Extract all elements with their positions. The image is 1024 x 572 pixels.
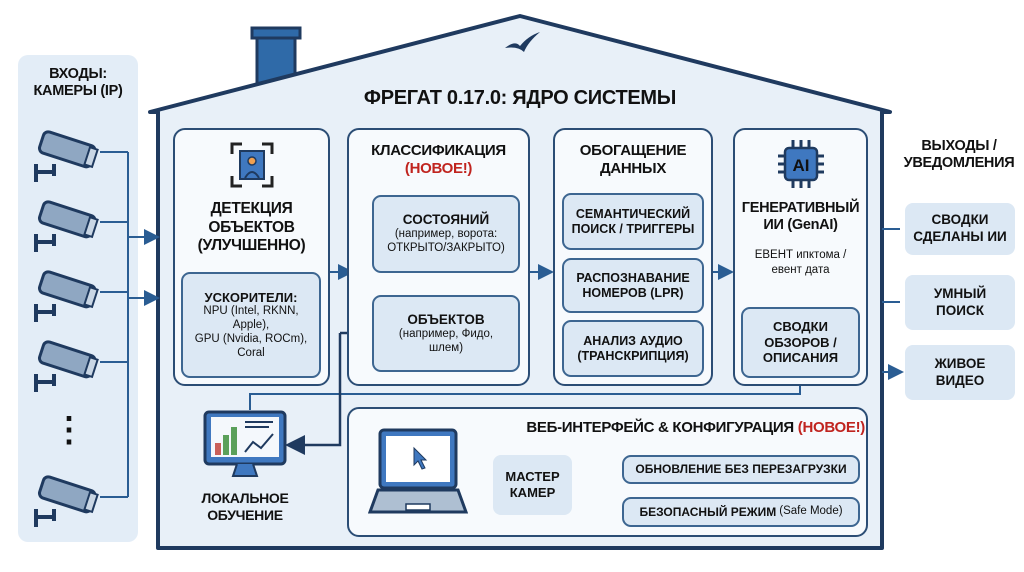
accelerators-box: УСКОРИТЕЛИ: NPU (Intel, RKNN, Apple), GP… [181, 272, 321, 378]
new-badge: (НОВОЕ!) [404, 160, 473, 177]
outputs-title: ВЫХОДЫ /УВЕДОМЛЕНИЯ [903, 138, 1015, 172]
object-classification-box: ОБЪЕКТОВ (например, Фидо, шлем) [372, 295, 520, 372]
state-classification-box: СОСТОЯНИЙ (например, ворота: ОТКРЫТО/ЗАК… [372, 195, 520, 273]
house-title: ФРЕГАТ 0.17.0: ЯДРО СИСТЕМЫ [363, 87, 677, 109]
inputs-title-line1: ВХОДЫ: [49, 66, 107, 82]
local-training-monitor-icon [203, 410, 287, 477]
svg-text:AI: AI [793, 156, 810, 175]
genai-note: ЕВЕНТ ипктома /евент дата [754, 249, 847, 276]
ip-camera-icon [30, 475, 102, 536]
ip-camera-icon [30, 130, 102, 191]
safe-mode-box: БЕЗОПАСНЫЙ РЕЖИМ(Safe Mode) [622, 497, 860, 527]
new-badge: (НОВОЕ!) [797, 419, 866, 436]
inputs-title-line2: КАМЕРЫ (IP) [33, 83, 123, 100]
audio-analysis-box: АНАЛИЗ АУДИО(ТРАНСКРИПЦИЯ) [562, 320, 704, 377]
ip-camera-icon [30, 200, 102, 261]
inputs-title: ВХОДЫ: КАМЕРЫ (IP) [20, 66, 136, 101]
ip-camera-icon [30, 340, 102, 401]
more-cameras-ellipsis: ⋮ [52, 411, 86, 449]
frigate-bird-icon [505, 32, 540, 52]
hot-reload-box: ОБНОВЛЕНИЕ БЕЗ ПЕРЕЗАГРУЗКИ [622, 455, 860, 484]
web-config-title: ВЕБ-ИНТЕРФЕЙС & КОНФИГУРАЦИЯ (НОВОЕ!) [526, 419, 866, 436]
face-detection-icon [230, 142, 274, 188]
laptop-icon [368, 428, 468, 514]
ip-camera-icon [30, 270, 102, 331]
ai-chip-icon: AI [778, 140, 824, 188]
classification-title: КЛАССИФИКАЦИЯ (НОВОЕ!) [350, 142, 527, 178]
